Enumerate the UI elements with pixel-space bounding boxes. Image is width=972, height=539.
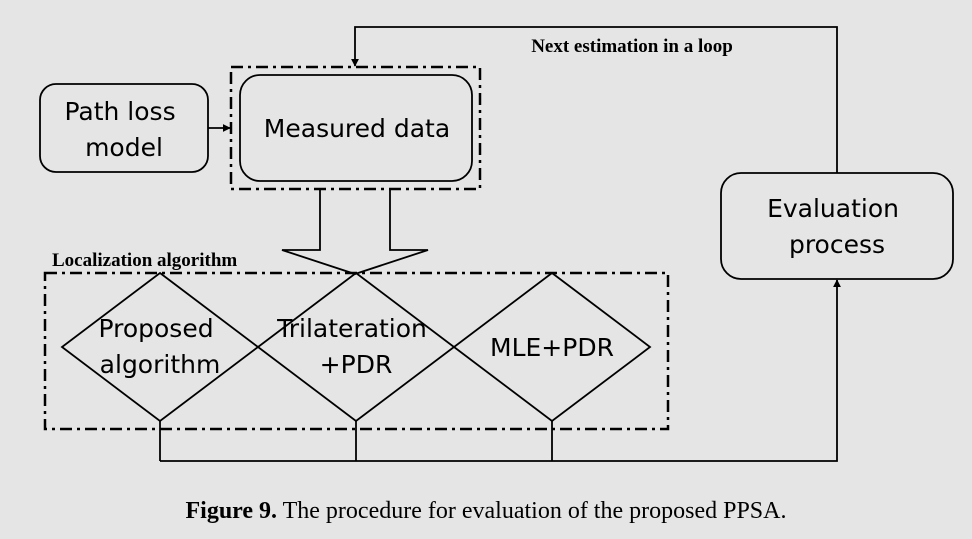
trilateration-pdr-diamond [256,271,456,423]
path-loss-model-label-line2: model [85,133,163,162]
svg-text:MLE+PDR: MLE+PDR [490,333,614,362]
figure-caption: Figure 9. The procedure for evaluation o… [0,498,972,525]
path-loss-model-label-line1: Path loss [64,97,175,126]
proposed-algorithm-diamond [60,271,260,423]
loop-label: Next estimation in a loop [531,36,733,57]
loop-back-arrow [351,26,838,173]
bus-to-evaluation-arrow [160,279,841,462]
figure-caption-label: Figure 9. [185,498,278,524]
svg-text:Path loss model: Path loss model [64,97,183,162]
hollow-down-arrow [281,190,429,275]
measured-data-label: Measured data [264,114,450,143]
svg-text:Measured data: Measured data [264,114,450,143]
svg-text:Trilateration +PDR: Trilateration +PDR [276,314,435,379]
measured-data-group-box [229,65,482,191]
evaluation-process-box [720,172,954,280]
localization-algorithm-label: Localization algorithm [52,250,237,271]
svg-text:Proposed algorithm: Proposed algorithm [98,314,221,379]
proposed-algorithm-label-line2: algorithm [100,350,221,379]
proposed-algorithm-label-line1: Proposed [98,314,213,343]
trilateration-pdr-label-line2: +PDR [320,350,393,379]
evaluation-process-label-line2: process [789,230,885,259]
trilateration-pdr-label-line1: Trilateration [276,314,427,343]
mle-pdr-label: MLE+PDR [490,333,614,362]
figure-caption-text: The procedure for evaluation of the prop… [277,498,787,524]
evaluation-process-label-line1: Evaluation [767,194,899,223]
measured-data-box [239,74,473,182]
svg-text:Evaluation process: Evaluation process [767,194,907,259]
